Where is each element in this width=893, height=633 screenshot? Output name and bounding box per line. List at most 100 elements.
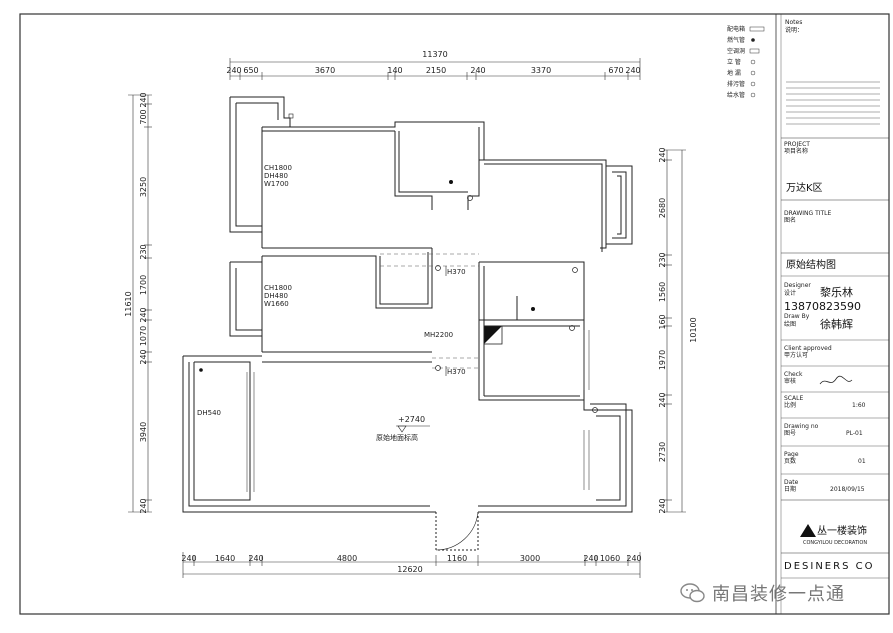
page-value: 01: [858, 458, 866, 465]
signature-mark: [819, 375, 853, 385]
drawing-no-sub: 图号: [784, 430, 796, 437]
room1-w-label: W1700: [264, 180, 289, 188]
drawing-title-label: DRAWING TITLE: [784, 210, 832, 217]
right-dimensions: [663, 149, 686, 513]
draw-by-name: 徐韩辉: [820, 317, 853, 331]
box-icon: [288, 113, 294, 119]
watermark: 南昌装修一点通: [680, 578, 890, 608]
circle-icon: [750, 59, 756, 65]
legend-item: 燃气管: [727, 36, 745, 44]
dim-right: 2730: [658, 442, 667, 462]
project-name: 万达K区: [786, 182, 823, 194]
drawing-no-label: Drawing no: [784, 423, 819, 430]
date-value: 2018/09/15: [830, 486, 865, 493]
dim-left: 240: [139, 498, 148, 513]
legend: 配电箱 燃气管 空调洞 立 管 地 漏 排污管 给水管: [727, 25, 765, 99]
dh540-label: DH540: [197, 409, 221, 417]
notes-sub: 说明：: [785, 26, 803, 34]
dim-left: 700: [139, 109, 148, 124]
gas-pipe-icon: [449, 180, 453, 184]
dim-top: 240: [625, 66, 640, 75]
left-dimensions: [128, 94, 152, 513]
riser-icon: [467, 195, 473, 201]
designers-co: DESINERS CO: [784, 561, 874, 572]
legend-item: 立 管: [727, 58, 741, 66]
dim-left: 1070: [139, 326, 148, 346]
room2-ch-label: CH1800: [264, 284, 292, 292]
gas-pipe-icon: [531, 307, 535, 311]
title-block: [775, 14, 889, 614]
page-sub: 页数: [784, 457, 796, 465]
mh-label: MH2200: [424, 331, 453, 339]
level-triangle-icon: [397, 425, 407, 433]
designer-phone: 13870823590: [784, 300, 861, 313]
date-label: Date: [784, 479, 799, 486]
walls: [182, 96, 633, 551]
dim-right: 1560: [658, 282, 667, 302]
dot-icon: [751, 38, 755, 42]
drawing-title: 原始结构图: [786, 258, 836, 271]
check-sub: 审核: [784, 377, 796, 385]
notes-title: Notes: [785, 19, 802, 26]
check-label: Check: [784, 371, 803, 378]
dim-bottom: 3000: [520, 554, 540, 563]
dim-left: 240: [139, 92, 148, 107]
room2-dh-label: DH480: [264, 292, 288, 300]
dim-right: 2680: [658, 198, 667, 218]
page-label: Page: [784, 451, 799, 458]
drain-icon: [199, 368, 203, 372]
riser-icon: [569, 325, 575, 331]
dim-left: 230: [139, 244, 148, 259]
date-sub: 日期: [784, 485, 796, 493]
dim-bottom: 1640: [215, 554, 235, 563]
dim-right: 240: [658, 498, 667, 513]
room1-ch-label: CH1800: [264, 164, 292, 172]
dim-top: 670: [608, 66, 623, 75]
dim-overall-left: 11610: [124, 291, 133, 316]
chat-bubble-icon: [680, 583, 705, 603]
box-icon: [749, 26, 765, 32]
riser-icon: [435, 265, 441, 271]
bottom-dimensions: [182, 552, 641, 578]
client-label: Client approved: [784, 345, 832, 352]
dim-right: 160: [658, 314, 667, 329]
dim-left: 240: [139, 349, 148, 364]
draw-by-sub: 绘图: [784, 320, 796, 328]
dim-left: 3250: [139, 177, 148, 197]
room2-w-label: W1660: [264, 300, 289, 308]
dim-bottom: 4800: [337, 554, 357, 563]
company-name-en: CONGYILOU DECORATION: [803, 540, 867, 546]
legend-item: 空调洞: [727, 47, 745, 55]
dim-top: 240: [470, 66, 485, 75]
dim-top: 2150: [426, 66, 446, 75]
legend-item: 配电箱: [727, 25, 745, 33]
shaft-box: [483, 325, 503, 345]
dim-left: 1700: [139, 275, 148, 295]
project-label: PROJECT: [784, 141, 810, 148]
draw-by-label: Draw By: [784, 313, 810, 320]
room1-dh-label: DH480: [264, 172, 288, 180]
client-sub: 甲方认可: [784, 351, 808, 359]
designer-label: Designer: [784, 282, 811, 289]
circle-icon: [750, 92, 756, 98]
company-logo-icon: [800, 524, 816, 537]
legend-item: 地 漏: [727, 69, 741, 77]
dim-bottom: 240: [626, 554, 641, 563]
dim-overall-bottom: 12620: [397, 565, 422, 574]
level-label: +2740: [398, 415, 425, 424]
drawing-frame: [19, 13, 890, 615]
h370-label-a: H370: [447, 268, 466, 276]
dim-right: 230: [658, 252, 667, 267]
top-dimensions: [229, 58, 641, 80]
dim-right: 240: [658, 147, 667, 162]
dim-bottom: 240: [248, 554, 263, 563]
h370-label-b: H370: [447, 368, 466, 376]
designer-name: 黎乐林: [820, 285, 853, 299]
drawing-no: PL-01: [846, 430, 863, 437]
shaft-marker: [484, 326, 502, 344]
circle-icon: [750, 70, 756, 76]
dim-right: 240: [658, 392, 667, 407]
dim-left: 3940: [139, 422, 148, 442]
dim-bottom: 240: [181, 554, 196, 563]
